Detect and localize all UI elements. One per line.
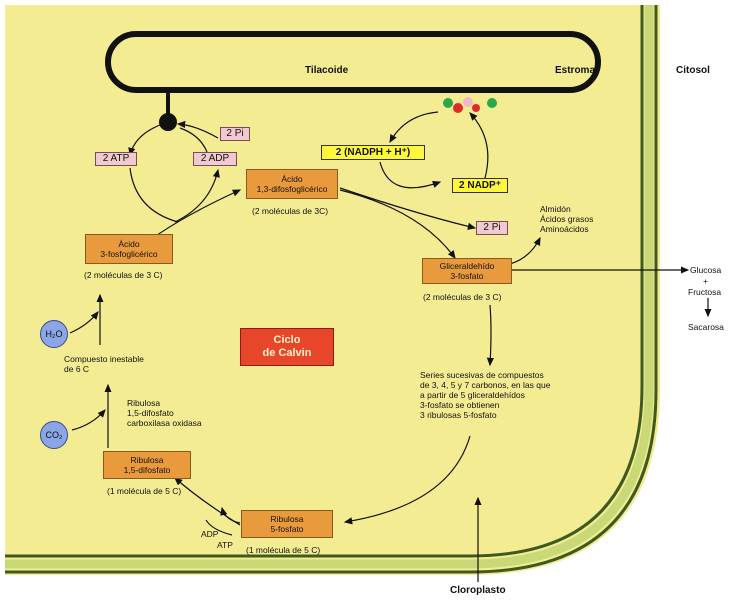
series-note: Series sucesivas de compuestos de 3, 4, …: [420, 370, 550, 420]
particle-pink-icon: [463, 97, 473, 107]
estroma-label: Estroma: [555, 66, 595, 76]
fructosa-label: Fructosa: [688, 287, 721, 297]
series-line3: a partir de 5 gliceraldehídos: [420, 390, 550, 400]
series-line1: Series sucesivas de compuestos: [420, 370, 550, 380]
nadph-box: 2 (NADPH + H⁺): [321, 145, 425, 160]
calvin-line2: de Calvin: [241, 347, 333, 360]
ribulosa-fosfato-line2: 5-fosfato: [270, 524, 303, 534]
adp-box: 2 ADP: [193, 152, 237, 166]
citosol-label: Citosol: [676, 66, 710, 76]
gliceraldehido-line1: Gliceraldehído: [440, 261, 495, 271]
h2o-molecule: H₂O: [40, 320, 68, 348]
product-aminoacidos: Aminoácidos: [540, 224, 593, 234]
ribulosa-fosfato-molecules: (1 molécula de 5 C): [246, 545, 320, 555]
plus-label: +: [703, 276, 708, 286]
acido-difosfoglicerico-box: Ácido 1,3-difosfoglicérico: [246, 169, 338, 199]
ribulosa-difosfato-box: Ribulosa 1,5-difosfato: [103, 451, 191, 479]
tilacoide-label: Tilacoide: [305, 66, 348, 76]
gliceraldehido-line2: 3-fosfato: [450, 271, 483, 281]
inestable-line2: de 6 C: [64, 364, 144, 374]
compuesto-inestable-note: Compuesto inestable de 6 C: [64, 354, 144, 374]
acido-difosfoglicerico-line1: Ácido: [281, 174, 302, 184]
fosfoglicerico-molecules: (2 moléculas de 3 C): [84, 270, 162, 280]
particle-red-icon: [453, 103, 463, 113]
pi-box-mid: 2 Pi: [476, 221, 508, 235]
series-line5: 3 ribulosas 5-fosfato: [420, 410, 550, 420]
ribulosa-fosfato-box: Ribulosa 5-fosfato: [241, 510, 333, 538]
thylakoid-membrane: [108, 34, 598, 90]
inestable-line1: Compuesto inestable: [64, 354, 144, 364]
atp-label: ATP: [217, 540, 233, 550]
cloroplasto-label: Cloroplasto: [450, 586, 506, 596]
ribulosa-fosfato-line1: Ribulosa: [270, 514, 303, 524]
acido-fosfoglicerico-box: Ácido 3-fosfoglicérico: [85, 234, 173, 264]
ribulosa-difosfato-molecules: (1 molécula de 5 C): [107, 486, 181, 496]
series-line4: 3-fosfato se obtienen: [420, 400, 550, 410]
sacarosa-label: Sacarosa: [688, 322, 724, 332]
acido-fosfoglicerico-line1: Ácido: [118, 239, 139, 249]
series-line2: de 3, 4, 5 y 7 carbonos, en las que: [420, 380, 550, 390]
gliceraldehido-box: Gliceraldehído 3-fosfato: [422, 258, 512, 284]
ribulosa-difosfato-line2: 1,5-difosfato: [124, 465, 171, 475]
gliceraldehido-molecules: (2 moléculas de 3 C): [423, 292, 501, 302]
rubisco-line1: Ribulosa: [127, 398, 202, 408]
ribulosa-difosfato-line1: Ribulosa: [130, 455, 163, 465]
rubisco-line3: carboxilasa oxidasa: [127, 418, 202, 428]
adp-label: ADP: [201, 529, 218, 539]
calvin-line1: Ciclo: [241, 334, 333, 347]
ciclo-de-calvin-box: Ciclo de Calvin: [240, 328, 334, 366]
particle-red-icon: [472, 104, 480, 112]
product-acidos-grasos: Ácidos grasos: [540, 214, 593, 224]
product-almidon: Almidón: [540, 204, 593, 214]
acido-difosfoglicerico-line2: 1,3-difosfoglicérico: [257, 184, 328, 194]
co2-molecule: CO₂: [40, 421, 68, 449]
particle-green-icon: [487, 98, 497, 108]
products-list: Almidón Ácidos grasos Aminoácidos: [540, 204, 593, 234]
pi-box-top: 2 Pi: [220, 127, 250, 141]
acido-fosfoglicerico-line2: 3-fosfoglicérico: [100, 249, 157, 259]
nadp-box: 2 NADP⁺: [452, 178, 508, 193]
glucosa-label: Glucosa: [690, 265, 721, 275]
difosfoglicerico-molecules: (2 moléculas de 3C): [252, 206, 328, 216]
rubisco-note: Ribulosa 1,5-difosfato carboxilasa oxida…: [127, 398, 202, 428]
atp-synthase-icon: [159, 113, 177, 131]
rubisco-line2: 1,5-difosfato: [127, 408, 202, 418]
atp-box: 2 ATP: [95, 152, 137, 166]
particle-green-icon: [443, 98, 453, 108]
